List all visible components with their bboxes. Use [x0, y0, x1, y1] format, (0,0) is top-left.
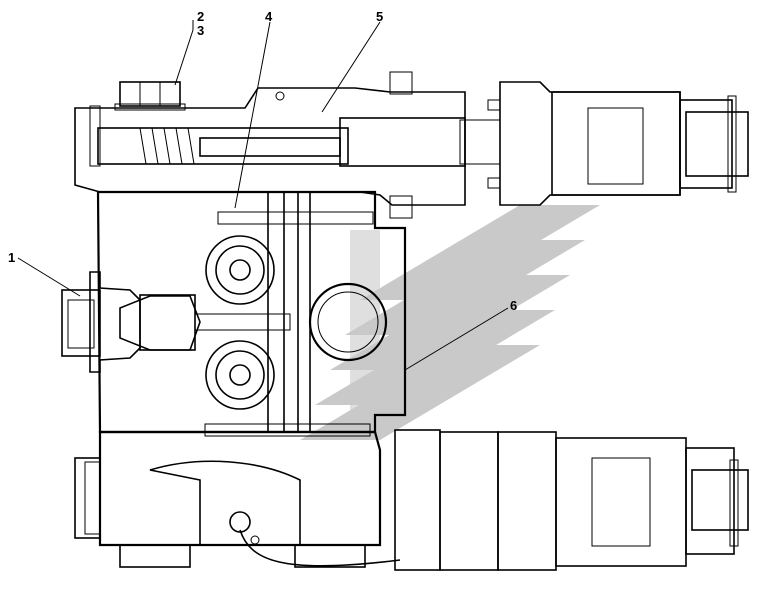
- callout-3: 3: [197, 23, 204, 38]
- top-solenoid: [339, 71, 749, 219]
- callout-4: 4: [265, 9, 273, 24]
- callout-6: 6: [510, 298, 517, 313]
- leader-6: [404, 307, 509, 371]
- left-plug: [61, 271, 141, 373]
- bottom-solenoid: [394, 429, 749, 571]
- leader-2-3: [174, 29, 194, 86]
- callout-5: 5: [376, 9, 383, 24]
- leader-5: [321, 21, 381, 113]
- callout-2: 2: [197, 9, 204, 24]
- leader-lines: [17, 20, 509, 371]
- watermark-logo: [300, 205, 600, 440]
- top-bolt: [114, 81, 186, 111]
- leader-4: [234, 21, 271, 209]
- bottom-housing: [74, 430, 401, 568]
- callout-1: 1: [8, 250, 15, 265]
- leader-1: [17, 257, 81, 297]
- valve-body: [96, 190, 407, 437]
